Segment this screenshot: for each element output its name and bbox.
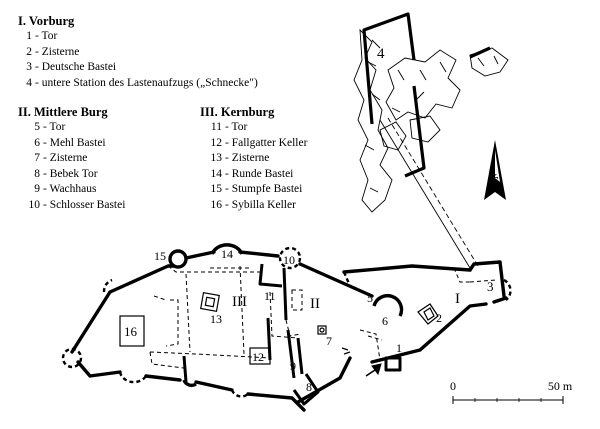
zisterne-2 [417,303,439,325]
legend-item: 6- Mehl Bastei [34,136,106,149]
label-10: 10 [283,253,295,267]
legend-item: 12- Fallgatter Keller [210,136,308,149]
legend-item: 8- Bebek Tor [34,167,98,180]
entrance-arrow [365,363,382,377]
label-16: 16 [124,324,138,339]
legend-item: 3- Deutsche Bastei [26,61,117,73]
label-4: 4 [377,46,385,62]
legend-item: 11- Tor [210,121,248,133]
cisterns-and-cellars [119,292,439,365]
runde-bastei-14 [210,243,244,255]
legend-item: 10- Schlosser Bastei [28,198,126,211]
label-9: 9 [290,359,296,373]
label-3: 3 [487,279,494,294]
plan-number-labels: 1 2 3 4 5 6 7 8 9 10 11 12 13 14 15 16 [124,46,494,394]
legend-item: 14- Runde Bastei [210,167,294,180]
zone-label-kernburg: III [232,294,247,310]
stumpfe-bastei-15 [168,249,188,269]
legend-item: 7- Zisterne [34,152,88,164]
curtain-walls [70,250,508,412]
legend-kernburg: III. Kernburg 11- Tor 12- Fallgatter Kel… [200,104,307,213]
dashed-structures [61,246,512,398]
legend-item: 1- Tor [26,30,58,42]
north-arrow: É [484,140,506,200]
label-7: 7 [326,334,332,348]
building-outlines [149,265,497,369]
legend-heading: I. Vorburg [18,14,75,28]
bastions [168,243,404,388]
sybilla-keller-16 [119,315,145,347]
legend-item: 9- Wachhaus [34,183,97,195]
label-12: 12 [252,350,264,364]
rock-outcrops [353,28,509,213]
zone-label-vorburg: I [455,291,460,307]
zone-labels: I II III [232,291,460,312]
lift-tunnel [379,117,479,269]
legend-mittlere-burg: II. Mittlere Burg 5- Tor 6- Mehl Bastei … [18,104,125,213]
label-1: 1 [396,341,402,355]
label-14: 14 [221,247,233,261]
scale-start: 0 [450,379,456,393]
lift-station-walls [362,12,491,178]
zisterne-7 [317,325,327,335]
zone-label-mittlere-burg: II [310,296,320,312]
label-5: 5 [367,291,373,305]
legend-item: 15- Stumpfe Bastei [210,183,303,195]
north-label: É [491,173,500,190]
legend-heading: III. Kernburg [200,105,275,119]
mehl-bastei-6 [372,294,404,317]
fallgatter-keller-12 [249,347,271,365]
legend-item: 2- Zisterne [26,45,80,58]
label-2: 2 [436,311,442,325]
label-6: 6 [382,314,388,328]
legend-item: 13- Zisterne [210,152,270,164]
zisterne-13 [200,292,220,312]
scale-end: 50 m [548,379,573,393]
legend-item: 5- Tor [34,121,66,133]
legend-item: 16- Sybilla Keller [210,198,296,211]
scale-bar: 0 50 m [450,379,573,404]
label-11: 11 [264,289,276,303]
label-15: 15 [154,249,166,263]
label-8: 8 [306,380,312,394]
legend-vorburg: I. Vorburg 1- Tor 2- Zisterne 3- Deutsch… [18,13,258,91]
label-13: 13 [210,312,222,326]
legend-heading: II. Mittlere Burg [18,105,108,119]
internal-walls [182,263,402,406]
legend-item: 4- untere Station des Lastenaufzugs („Sc… [26,76,258,89]
